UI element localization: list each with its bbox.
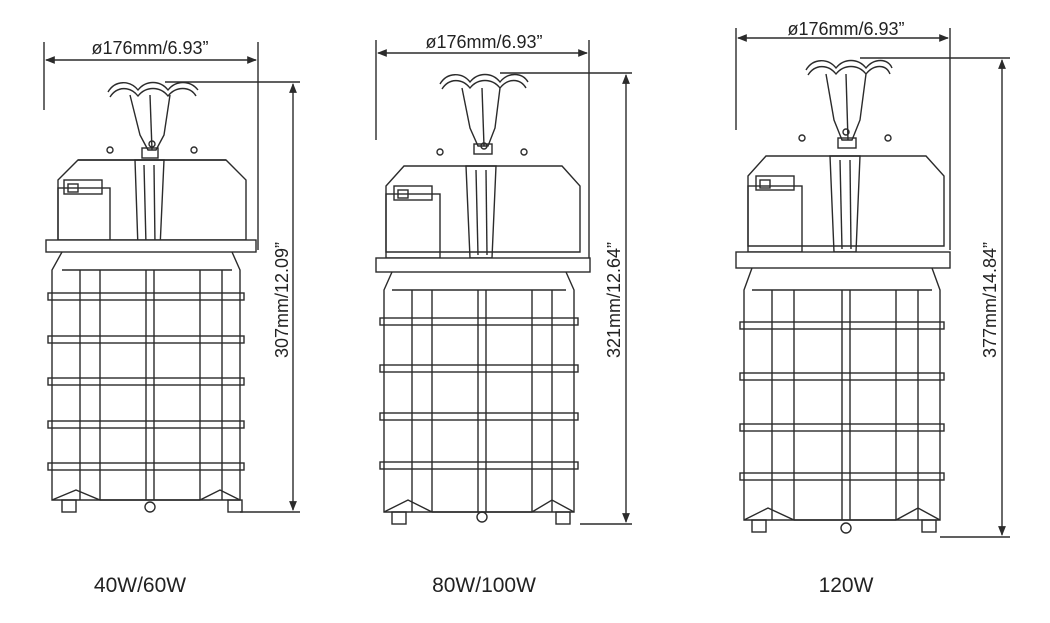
model-label: 80W/100W [432,574,536,597]
lamp-housing [375,142,591,273]
width-label: ø176mm/6.93” [787,19,904,39]
hanging-hook [805,59,893,149]
width-label: ø176mm/6.93” [91,38,208,58]
lamp-housing [735,128,951,269]
height-label: 377mm/14.84” [980,242,1000,358]
lamp-figure-120w: ø176mm/6.93” 377mm/14.84” [735,19,1010,597]
wire-guard-cage [739,267,945,534]
lamp-housing [45,140,257,253]
lamp-figure-40w-60w: ø176mm/6.93” 307mm/12.09” [43,38,300,597]
width-dimension-line [375,40,590,265]
hanging-hook [439,73,529,155]
height-dimension-line [500,72,632,525]
lamp-figure-80w-100w: ø176mm/6.93” 321mm/12.64” [375,32,632,597]
width-label: ø176mm/6.93” [425,32,542,52]
wire-guard-cage [379,271,579,525]
width-dimension-line [43,42,259,250]
height-dimension-line [860,57,1010,538]
width-dimension-line [735,28,951,250]
wire-guard-cage [47,251,245,513]
height-label: 321mm/12.64” [604,242,624,358]
model-label: 40W/60W [94,574,186,597]
model-label: 120W [819,574,874,597]
height-dimension-line [165,81,300,513]
height-label: 307mm/12.09” [272,242,292,358]
